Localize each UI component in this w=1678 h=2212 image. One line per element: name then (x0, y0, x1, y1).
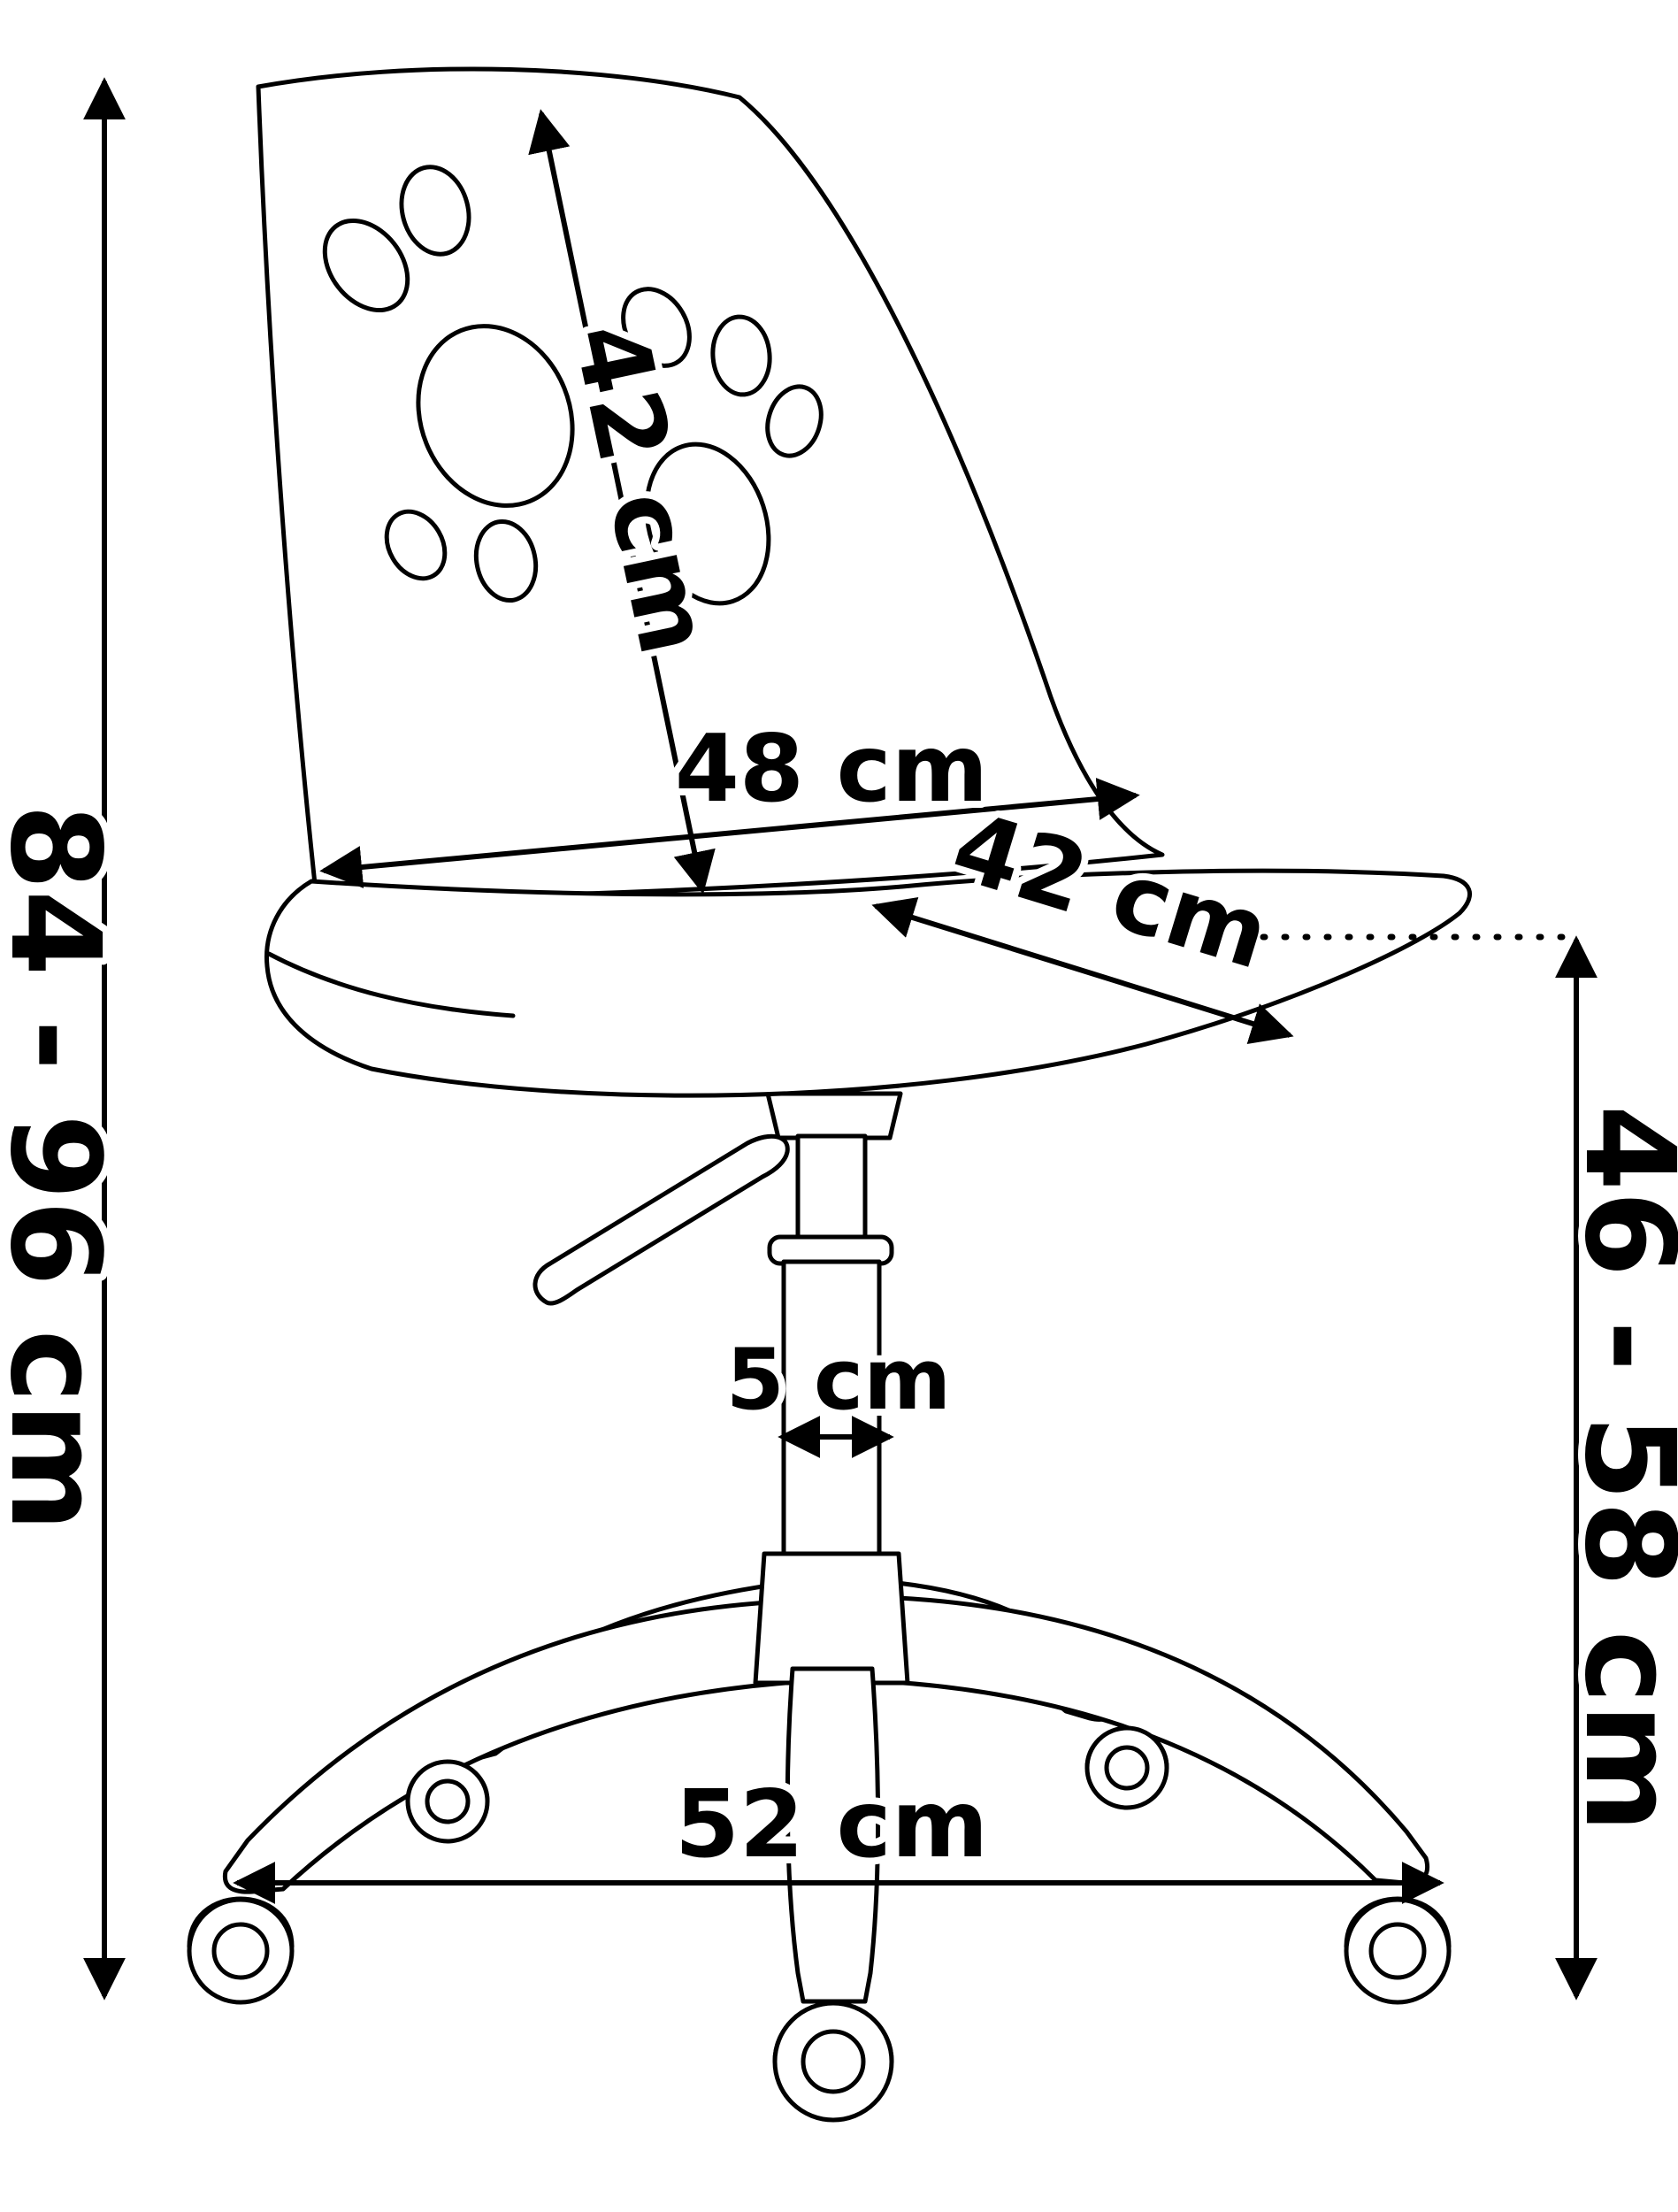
seat-seam (266, 951, 516, 1018)
height-adjust-lever (533, 1133, 790, 1306)
dim-label-base-width: 52 cm (675, 1770, 988, 1878)
paw-toe-cutout (399, 165, 471, 257)
caster-wheel-hub (1104, 1745, 1150, 1791)
dimension-annotations: 84 - 96 cm 42 cm 48 cm 42 cm 46 - 58 cm … (0, 77, 1678, 2001)
caster-rear-left (405, 1759, 490, 1844)
base-hub (753, 1551, 910, 1686)
paw-toe-cutout (322, 218, 410, 313)
caster-wheel-hub (801, 2029, 866, 2094)
seat (264, 868, 1472, 1098)
dim-line-seat-depth (871, 896, 1294, 1045)
base-arm-left (222, 1599, 788, 1894)
base-arm-front (785, 1666, 881, 2004)
seat-mount-plate (765, 1091, 903, 1141)
caster-wheel-hub (211, 1922, 270, 1980)
dim-label-seat-height: 46 - 58 cm (1557, 1105, 1678, 1833)
base-star (222, 1551, 1429, 2004)
caster-right (1344, 1896, 1452, 2005)
dim-label-column-diameter: 5 cm (726, 1332, 951, 1429)
caster-wheel-hub (425, 1778, 471, 1824)
gas-lift-cylinder (781, 1259, 882, 1560)
seat-cushion (264, 868, 1472, 1098)
dim-label-backrest-width: 48 cm (675, 715, 988, 823)
dim-line-backrest-height (528, 109, 716, 895)
paw-toe-cutout (384, 509, 448, 581)
paw-toe-cutout (765, 384, 824, 458)
gas-lift-upper-tube (795, 1133, 868, 1241)
dim-label-total-height: 84 - 96 cm (0, 804, 126, 1532)
casters (187, 1725, 1452, 2123)
caster-left (187, 1896, 295, 2005)
gas-lift (533, 1091, 903, 1560)
caster-front (772, 2001, 894, 2123)
dim-line-backrest-width (319, 778, 1140, 888)
caster-wheel-hub (1368, 1922, 1427, 1980)
caster-rear-right (1084, 1725, 1169, 1810)
